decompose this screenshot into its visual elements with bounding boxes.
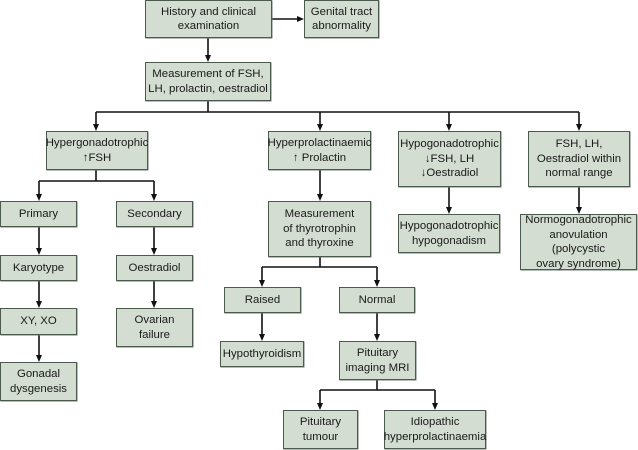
node-raised: Raised bbox=[224, 287, 301, 313]
arrowhead bbox=[297, 16, 304, 22]
node-pituitary-mri: Pituitary imaging MRI bbox=[339, 341, 416, 380]
arrowhead bbox=[36, 301, 42, 308]
arrowhead bbox=[374, 334, 380, 341]
arrowhead bbox=[576, 124, 582, 131]
node-measure-hormones: Measurement of FSH, LH, prolactin, oestr… bbox=[145, 62, 271, 101]
node-secondary: Secondary bbox=[116, 201, 193, 227]
node-oestradiol: Oestradiol bbox=[116, 255, 193, 281]
node-hyperprolactinaemic: Hyperprolactinaemic ↑ Prolactin bbox=[268, 131, 371, 170]
arrowhead bbox=[446, 124, 452, 131]
arrowhead bbox=[317, 403, 323, 410]
node-gonadal-dysgenesis: Gonadal dysgenesis bbox=[0, 362, 77, 401]
node-hypogonadotrophic-hypogonadism: Hypogonadotrophic hypogonadism bbox=[398, 214, 500, 253]
node-primary: Primary bbox=[0, 201, 77, 227]
node-measure-thyro: Measurement of thyrotrophin and thyroxin… bbox=[268, 201, 371, 257]
arrowhead bbox=[259, 280, 265, 287]
arrowhead bbox=[259, 334, 265, 341]
node-hypothyroidism: Hypothyroidism bbox=[220, 341, 304, 367]
arrowhead bbox=[205, 55, 211, 62]
arrowhead bbox=[576, 207, 582, 214]
arrowhead bbox=[317, 194, 323, 201]
node-hypergonadotrophic: Hypergonadotrophic ↑FSH bbox=[46, 131, 148, 170]
node-history: History and clinical examination bbox=[145, 0, 272, 38]
arrowhead bbox=[36, 248, 42, 255]
node-normal-range: FSH, LH, Oestradiol within normal range bbox=[528, 131, 630, 187]
node-normogonadotrophic-anovulation: Normogonadotrophic anovulation (polycyst… bbox=[520, 214, 637, 270]
node-xy-xo: XY, XO bbox=[0, 308, 77, 335]
arrowhead bbox=[93, 124, 99, 131]
arrowhead bbox=[36, 355, 42, 362]
arrowhead bbox=[317, 124, 323, 131]
node-idiopathic-hyperprolactinaemia: Idiopathic hyperprolactinaemia bbox=[384, 410, 486, 449]
node-pituitary-tumour: Pituitary tumour bbox=[283, 410, 358, 449]
node-karyotype: Karyotype bbox=[0, 255, 77, 281]
arrowhead bbox=[374, 280, 380, 287]
node-normal: Normal bbox=[339, 287, 415, 313]
arrowhead bbox=[151, 301, 157, 308]
arrowhead bbox=[432, 403, 438, 410]
arrowhead bbox=[36, 194, 42, 201]
arrowhead bbox=[446, 207, 452, 214]
node-genital-tract-abnormality: Genital tract abnormality bbox=[304, 0, 379, 38]
node-ovarian-failure: Ovarian failure bbox=[116, 308, 193, 347]
arrowhead bbox=[151, 248, 157, 255]
node-hypogonadotrophic: Hypogonadotrophic ↓FSH, LH ↓Oestradiol bbox=[398, 131, 501, 187]
arrowhead bbox=[151, 194, 157, 201]
